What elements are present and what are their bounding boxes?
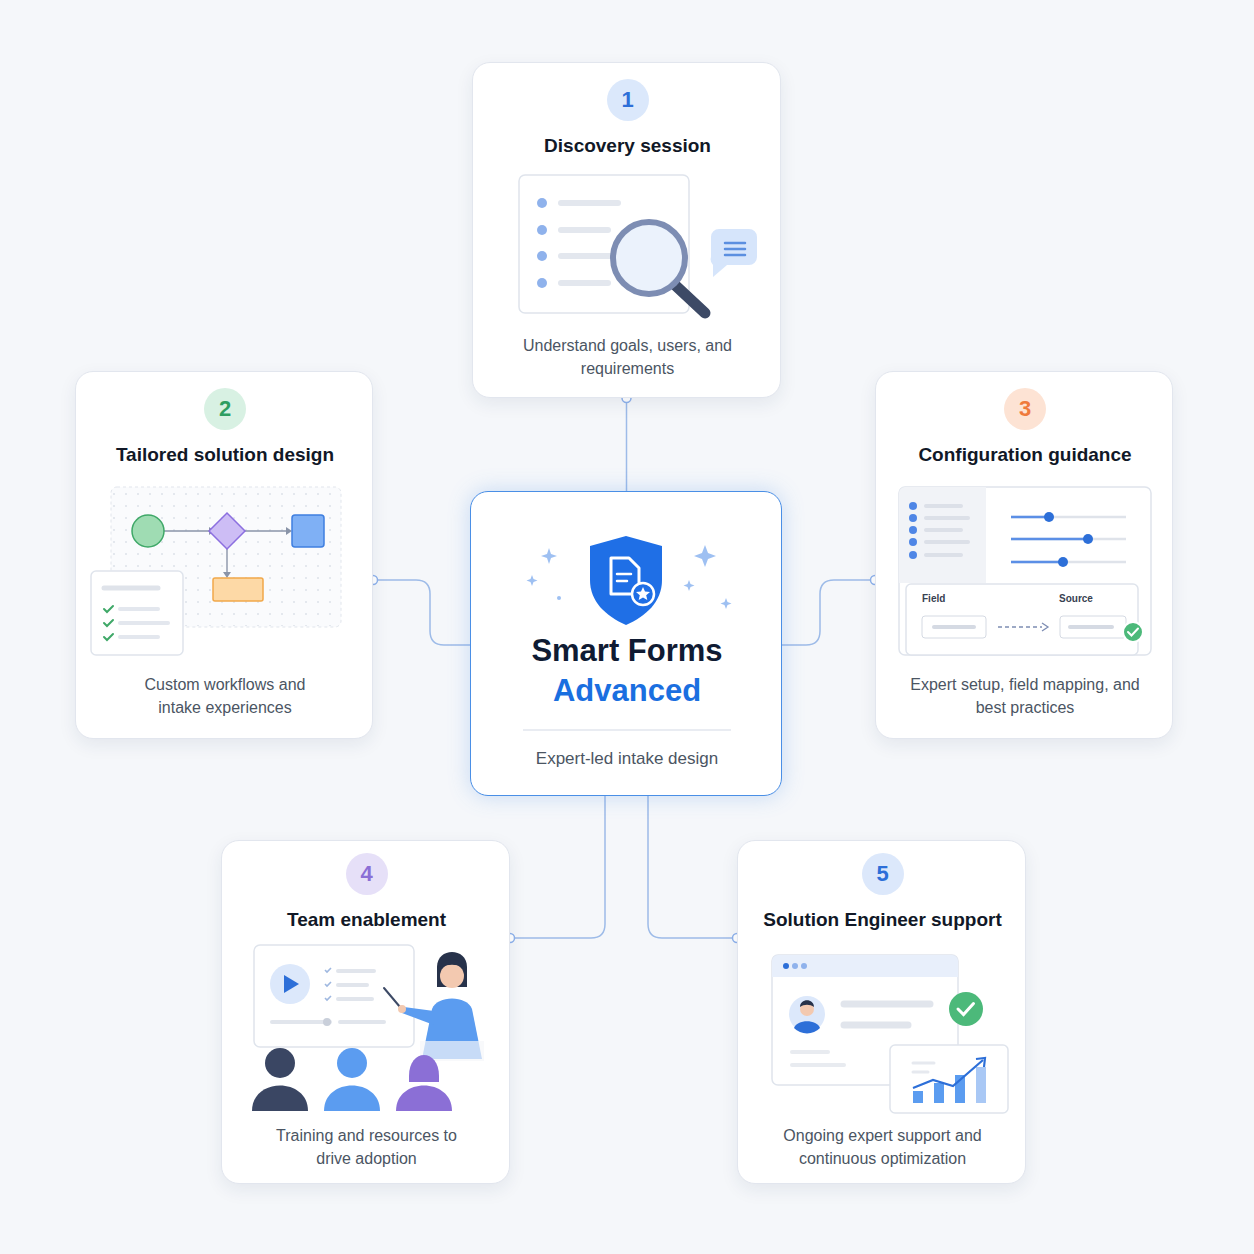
card-heading: Team enablement	[232, 908, 501, 931]
card-heading: Discovery session	[483, 134, 772, 157]
step-number-badge: 3	[1004, 388, 1046, 430]
hub-subtitle: Expert-led intake design	[481, 747, 773, 770]
step-number: 3	[1019, 396, 1031, 422]
card-description: Expert setup, field mapping, and best pr…	[910, 673, 1140, 719]
card-description: Understand goals, users, and requirement…	[518, 334, 738, 380]
step-card: Tailored solution designCustom workflows…	[75, 371, 373, 739]
connector-line	[373, 580, 470, 645]
field-mapping-label: Source	[1059, 593, 1093, 604]
step-card: Discovery sessionUnderstand goals, users…	[472, 62, 781, 398]
card-heading: Tailored solution design	[86, 443, 364, 466]
step-number-badge: 2	[204, 388, 246, 430]
step-card: Solution Engineer supportOngoing expert …	[737, 840, 1026, 1184]
step-number-badge: 1	[607, 79, 649, 121]
card-heading: Configuration guidance	[886, 443, 1164, 466]
connector-line	[782, 580, 875, 645]
connector	[622, 394, 631, 492]
step-card: Configuration guidanceExpert setup, fiel…	[875, 371, 1173, 739]
step-number: 4	[360, 861, 372, 887]
step-number: 2	[219, 396, 231, 422]
step-number: 1	[621, 87, 633, 113]
connector	[506, 796, 606, 943]
field-mapping-label: Field	[922, 593, 945, 604]
card-description: Custom workflows and intake experiences	[125, 673, 325, 719]
connector-line	[510, 796, 605, 938]
step-number-badge: 5	[862, 853, 904, 895]
connector	[782, 576, 880, 646]
hub-card: Smart FormsAdvancedExpert-led intake des…	[470, 491, 782, 796]
card-description: Ongoing expert support and continuous op…	[768, 1124, 998, 1170]
step-number-badge: 4	[346, 853, 388, 895]
connector	[369, 576, 471, 646]
hub-title-accent: Advanced	[481, 672, 773, 710]
connector-line	[626, 398, 628, 491]
connector	[648, 796, 742, 943]
step-number: 5	[876, 861, 888, 887]
card-description: Training and resources to drive adoption	[267, 1124, 467, 1170]
card-heading: Solution Engineer support	[748, 908, 1017, 931]
hub-title: Smart Forms	[481, 632, 773, 670]
step-card: Team enablementTraining and resources to…	[221, 840, 510, 1184]
connector-line	[648, 796, 737, 938]
